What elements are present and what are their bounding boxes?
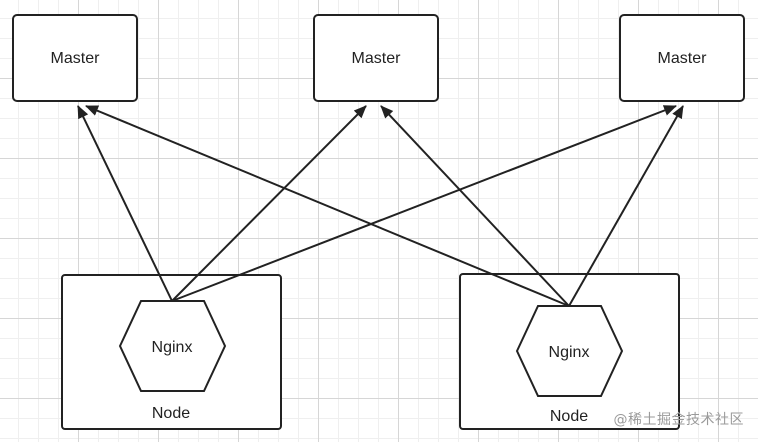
master-label: Master (658, 50, 708, 67)
arrow-nginx2-to-master1 (85, 105, 570, 307)
arrow-nginx1-to-master3 (171, 105, 677, 302)
master-box-1: Master (12, 14, 138, 102)
arrow-nginx1-to-master2 (171, 105, 367, 302)
arrow-nginx2-to-master3 (568, 105, 684, 307)
master-label: Master (352, 50, 402, 67)
arrow-nginx1-to-master1 (77, 105, 173, 302)
master-box-3: Master (619, 14, 745, 102)
nginx-label: Nginx (152, 339, 193, 356)
watermark: @稀土掘金技术社区 (613, 412, 744, 428)
arrow-nginx2-to-master2 (380, 105, 570, 307)
master-box-2: Master (313, 14, 439, 102)
node-label: Node (550, 408, 588, 425)
nginx-label: Nginx (549, 344, 590, 361)
connections (77, 105, 684, 307)
node-label: Node (152, 405, 190, 422)
master-label: Master (51, 50, 101, 67)
nginx-hexagon-1: Nginx (118, 300, 227, 392)
nginx-hexagon-2: Nginx (515, 305, 624, 397)
